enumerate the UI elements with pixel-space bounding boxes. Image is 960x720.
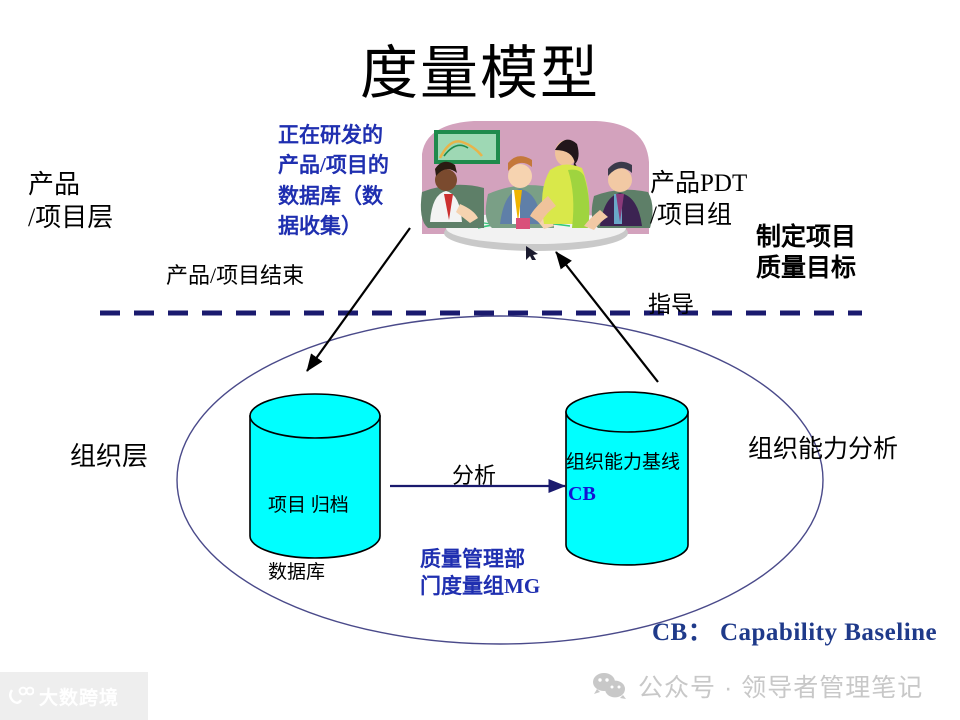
cylinder-project-archive-db[interactable] bbox=[249, 393, 381, 559]
watermark-left-text: 大数跨境 bbox=[39, 687, 120, 709]
label-quality-management-department: 质量管理部 门度量组MG bbox=[420, 547, 541, 599]
label-product-project-end: 产品/项目结束 bbox=[166, 263, 305, 288]
label-database-collection: 正在研发的 产品/项目的 数据库（数 据收集） bbox=[278, 123, 389, 239]
cylinder-org-capability-baseline[interactable] bbox=[565, 391, 689, 566]
guide-arrow bbox=[555, 251, 659, 383]
organization-layer-ellipse bbox=[176, 315, 824, 645]
label-set-quality-goal: 制定项目 质量目标 bbox=[756, 224, 857, 283]
label-product-pdt-group: 产品PDT /项目组 bbox=[650, 170, 748, 229]
legend-cb-capability-baseline: CB： Capability Baseline bbox=[652, 619, 938, 646]
label-organization-layer: 组织层 bbox=[70, 442, 149, 471]
watermark-right: 公众号 · 领导者管理笔记 bbox=[592, 668, 923, 704]
label-analyze: 分析 bbox=[452, 463, 497, 488]
wechat-icon bbox=[593, 673, 626, 699]
meeting-clipart-image bbox=[420, 121, 653, 260]
label-guide: 指导 bbox=[648, 292, 694, 317]
logo-icon bbox=[9, 686, 34, 704]
mouse-cursor-icon bbox=[526, 246, 538, 260]
product-end-arrow bbox=[306, 227, 411, 372]
page-title: 度量模型 bbox=[359, 41, 600, 106]
watermark-left: 大数跨境 bbox=[0, 672, 148, 720]
label-org-capability-analysis: 组织能力分析 bbox=[748, 436, 899, 463]
label-product-project-layer: 产品 /项目层 bbox=[28, 170, 114, 233]
watermark-right-text: 公众号 · 领导者管理笔记 bbox=[638, 674, 924, 702]
